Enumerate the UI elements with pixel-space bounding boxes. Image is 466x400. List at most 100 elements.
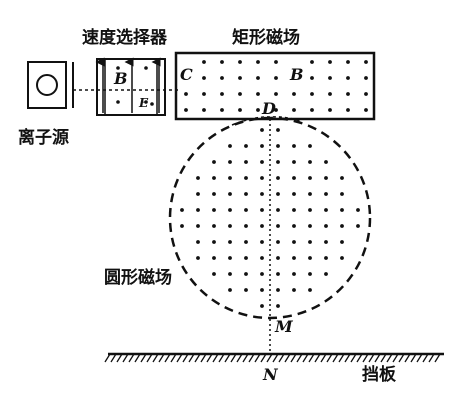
- field-dot: [202, 92, 206, 96]
- field-dot: [276, 192, 280, 196]
- hatch-line: [206, 353, 213, 363]
- field-dot: [260, 128, 264, 132]
- field-dot: [228, 272, 232, 276]
- hatch-line: [182, 353, 189, 363]
- hatch-line: [128, 353, 135, 363]
- field-dot: [196, 256, 200, 260]
- field-dot: [292, 240, 296, 244]
- field-dot: [324, 256, 328, 260]
- hatch-line: [218, 353, 225, 363]
- field-dot: [196, 176, 200, 180]
- hatch-line: [170, 353, 177, 363]
- hatch-line: [224, 353, 231, 363]
- hatch-line: [152, 353, 159, 363]
- field-dot: [308, 256, 312, 260]
- field-dot: [212, 192, 216, 196]
- field-dot: [244, 176, 248, 180]
- field-dot: [260, 256, 264, 260]
- field-dot: [328, 60, 332, 64]
- hatch-line: [122, 353, 129, 363]
- field-dot: [292, 272, 296, 276]
- hatch-line: [290, 353, 297, 363]
- field-dot: [328, 92, 332, 96]
- field-dot: [220, 108, 224, 112]
- field-dot: [308, 240, 312, 244]
- field-dot: [260, 224, 264, 228]
- point-m-label: M: [274, 317, 294, 336]
- rect-b-label: B: [289, 65, 304, 84]
- hatch-line: [302, 353, 309, 363]
- field-dot: [292, 288, 296, 292]
- hatch-line: [236, 353, 243, 363]
- field-dot: [220, 76, 224, 80]
- field-dot: [180, 208, 184, 212]
- field-dot: [324, 208, 328, 212]
- field-dot: [260, 144, 264, 148]
- hatch-line: [296, 353, 303, 363]
- hatch-line: [272, 353, 279, 363]
- field-dot: [328, 76, 332, 80]
- hatch-line: [164, 353, 171, 363]
- hatch-line: [356, 353, 363, 363]
- field-dot: [340, 208, 344, 212]
- field-dot: [276, 288, 280, 292]
- field-dot: [260, 192, 264, 196]
- hatch-line: [104, 353, 111, 363]
- field-dot: [276, 128, 280, 132]
- field-dot: [184, 92, 188, 96]
- hatch-line: [416, 353, 423, 363]
- field-dot: [308, 224, 312, 228]
- hatch-line: [362, 353, 369, 363]
- circle-field-dots: [180, 128, 360, 308]
- hatch-line: [242, 353, 249, 363]
- field-dot: [346, 108, 350, 112]
- field-dot: [212, 208, 216, 212]
- point-d-label: D: [261, 99, 276, 118]
- hatch-line: [410, 353, 417, 363]
- field-dot: [324, 272, 328, 276]
- field-dot: [364, 60, 368, 64]
- field-dot: [274, 76, 278, 80]
- field-dot: [356, 224, 360, 228]
- field-dot: [340, 192, 344, 196]
- field-dot: [238, 76, 242, 80]
- hatch-line: [176, 353, 183, 363]
- rect-field-dots: [184, 60, 368, 112]
- hatch-line: [344, 353, 351, 363]
- field-dot: [244, 256, 248, 260]
- velocity-selector-label: 速度选择器: [82, 27, 168, 48]
- field-dot: [228, 160, 232, 164]
- field-dot: [292, 108, 296, 112]
- field-dot: [260, 160, 264, 164]
- field-dot: [238, 60, 242, 64]
- field-dot: [244, 272, 248, 276]
- ion-source-label: 离子源: [18, 127, 69, 148]
- field-dot: [292, 176, 296, 180]
- hatch-line: [212, 353, 219, 363]
- field-dot: [260, 176, 264, 180]
- hatch-line: [428, 353, 435, 363]
- field-dot: [212, 160, 216, 164]
- selector-b-label: B: [113, 69, 128, 88]
- field-dot: [244, 208, 248, 212]
- field-dot: [256, 92, 260, 96]
- field-dot: [310, 60, 314, 64]
- field-dot: [244, 288, 248, 292]
- field-dot: [356, 208, 360, 212]
- field-dot: [276, 240, 280, 244]
- field-dot: [292, 256, 296, 260]
- field-dot: [324, 192, 328, 196]
- field-dot: [292, 208, 296, 212]
- field-dot: [308, 144, 312, 148]
- field-dot: [220, 92, 224, 96]
- hatch-line: [392, 353, 399, 363]
- field-dot: [292, 144, 296, 148]
- field-dot: [310, 76, 314, 80]
- baffle-hatch: [104, 353, 441, 363]
- field-dot: [260, 208, 264, 212]
- field-dot: [260, 272, 264, 276]
- field-dot: [212, 256, 216, 260]
- field-dot: [276, 272, 280, 276]
- hatch-line: [350, 353, 357, 363]
